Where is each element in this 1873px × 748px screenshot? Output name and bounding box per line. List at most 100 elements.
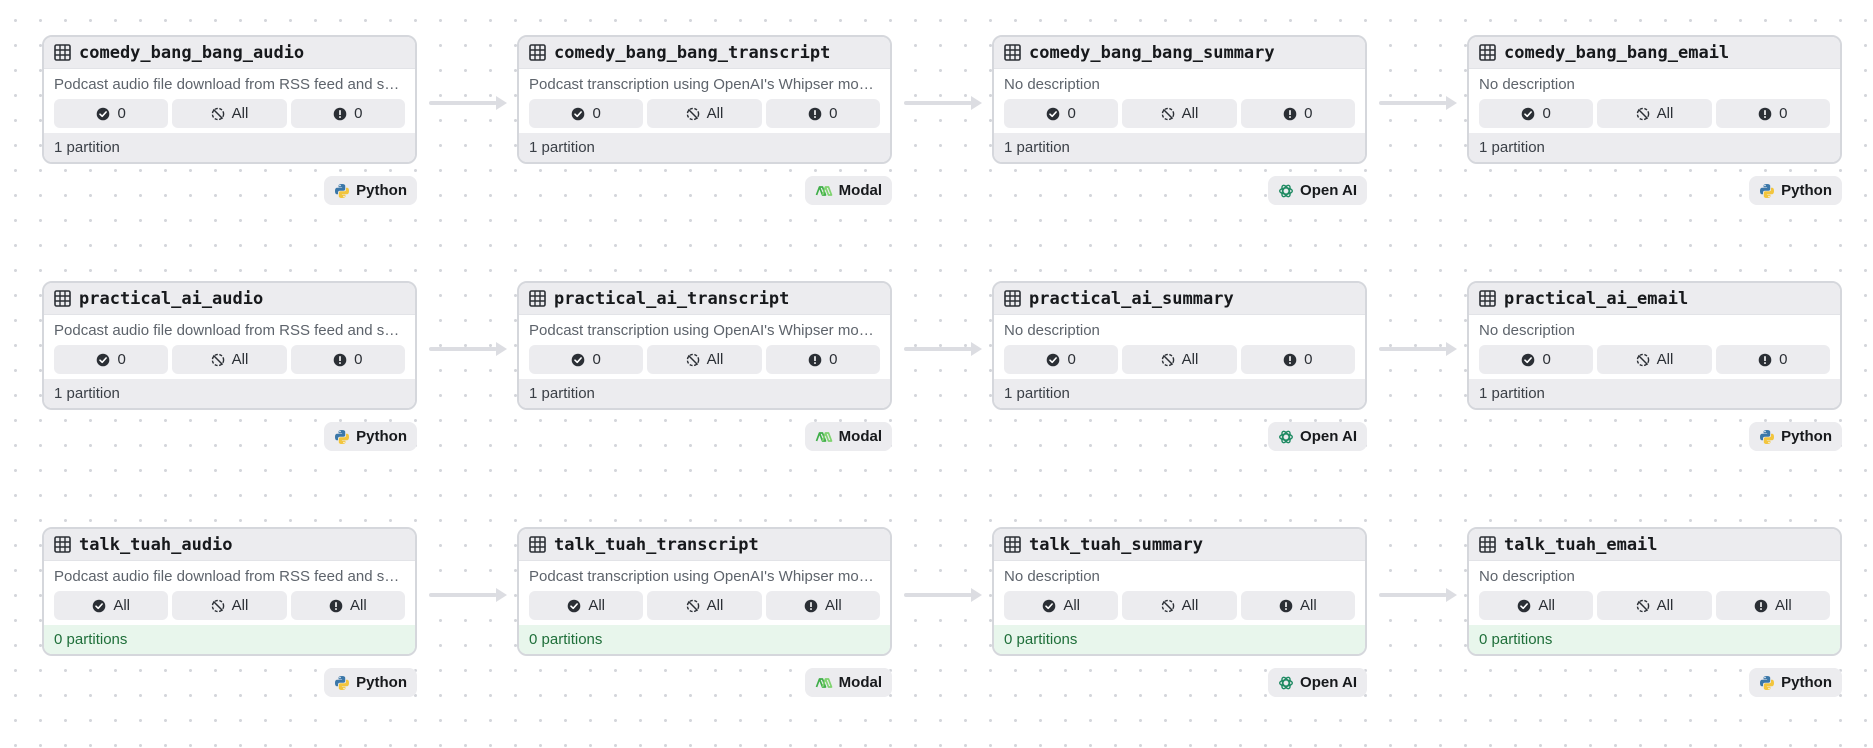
stat-materialized[interactable]: 0 [529, 345, 644, 374]
stat-failed[interactable]: 0 [1240, 345, 1355, 374]
asset-name[interactable]: comedy_bang_bang_transcript [554, 42, 831, 63]
stat-failed[interactable]: 0 [765, 345, 880, 374]
asset-name[interactable]: practical_ai_summary [1029, 288, 1234, 309]
stat-failed[interactable]: All [1715, 591, 1830, 620]
stat-stale[interactable]: All [1597, 591, 1712, 620]
asset-name[interactable]: comedy_bang_bang_audio [79, 42, 305, 63]
compute-kind-label: Python [356, 428, 407, 445]
stat-failed[interactable]: 0 [1240, 99, 1355, 128]
stat-materialized[interactable]: 0 [529, 99, 644, 128]
stat-materialized[interactable]: All [1479, 591, 1594, 620]
stat-materialized[interactable]: 0 [1004, 99, 1119, 128]
partition-count[interactable]: 1 partition [1469, 133, 1840, 162]
asset-name[interactable]: comedy_bang_bang_summary [1029, 42, 1275, 63]
stat-materialized[interactable]: All [54, 591, 169, 620]
python-icon [334, 183, 350, 199]
stat-stale-value: All [231, 597, 249, 614]
stat-failed[interactable]: 0 [290, 345, 405, 374]
stale-icon [211, 599, 225, 613]
materialized-icon [567, 599, 581, 613]
asset-name[interactable]: practical_ai_audio [79, 288, 264, 309]
stat-failed[interactable]: 0 [290, 99, 405, 128]
partition-count[interactable]: 0 partitions [1469, 625, 1840, 654]
stat-materialized[interactable]: 0 [1479, 345, 1594, 374]
partition-count[interactable]: 1 partition [519, 379, 890, 408]
compute-kind-tag: Open AI [1268, 176, 1367, 205]
stat-failed[interactable]: 0 [1715, 99, 1830, 128]
asset-name[interactable]: talk_tuah_summary [1029, 534, 1203, 555]
partition-count[interactable]: 0 partitions [994, 625, 1365, 654]
stat-stale[interactable]: All [172, 345, 287, 374]
partition-count[interactable]: 1 partition [994, 379, 1365, 408]
stat-stale[interactable]: All [1597, 99, 1712, 128]
partition-count[interactable]: 0 partitions [519, 625, 890, 654]
asset-card-header: practical_ai_summary [994, 283, 1365, 315]
stat-failed[interactable]: All [765, 591, 880, 620]
stat-failed[interactable]: 0 [765, 99, 880, 128]
partition-count[interactable]: 1 partition [1469, 379, 1840, 408]
compute-kind-tag: Modal [804, 668, 892, 697]
asset-name[interactable]: talk_tuah_audio [79, 534, 233, 555]
stat-materialized-value: 0 [117, 351, 126, 368]
stat-failed[interactable]: 0 [1715, 345, 1830, 374]
python-icon [1759, 429, 1775, 445]
stat-failed[interactable]: All [1240, 591, 1355, 620]
materialized-icon [1521, 353, 1535, 367]
stat-stale[interactable]: All [647, 591, 762, 620]
partition-count[interactable]: 1 partition [994, 133, 1365, 162]
stat-stale[interactable]: All [1122, 591, 1237, 620]
stat-failed[interactable]: All [290, 591, 405, 620]
stat-materialized[interactable]: 0 [1004, 345, 1119, 374]
partition-count[interactable]: 1 partition [44, 379, 415, 408]
asset-name[interactable]: comedy_bang_bang_email [1504, 42, 1730, 63]
asset-name[interactable]: talk_tuah_email [1504, 534, 1658, 555]
partition-count[interactable]: 0 partitions [44, 625, 415, 654]
stat-stale[interactable]: All [1122, 99, 1237, 128]
stat-failed-value: All [1774, 597, 1792, 614]
asset-name[interactable]: practical_ai_email [1504, 288, 1689, 309]
stat-materialized[interactable]: All [1004, 591, 1119, 620]
asset-name[interactable]: practical_ai_transcript [554, 288, 790, 309]
stat-materialized[interactable]: 0 [54, 99, 169, 128]
stat-stale[interactable]: All [647, 345, 762, 374]
partition-count[interactable]: 1 partition [519, 133, 890, 162]
stat-stale[interactable]: All [647, 99, 762, 128]
asset-name[interactable]: talk_tuah_transcript [554, 534, 759, 555]
stat-materialized[interactable]: 0 [54, 345, 169, 374]
table-icon [54, 44, 71, 61]
stat-stale[interactable]: All [1597, 345, 1712, 374]
compute-kind-tag: Python [1749, 668, 1842, 697]
stat-stale[interactable]: All [1122, 345, 1237, 374]
stat-materialized[interactable]: All [529, 591, 644, 620]
stat-materialized[interactable]: 0 [1479, 99, 1594, 128]
stat-stale[interactable]: All [172, 99, 287, 128]
stat-stale[interactable]: All [172, 591, 287, 620]
partition-count[interactable]: 1 partition [44, 133, 415, 162]
stat-materialized-value: 0 [1542, 105, 1551, 122]
